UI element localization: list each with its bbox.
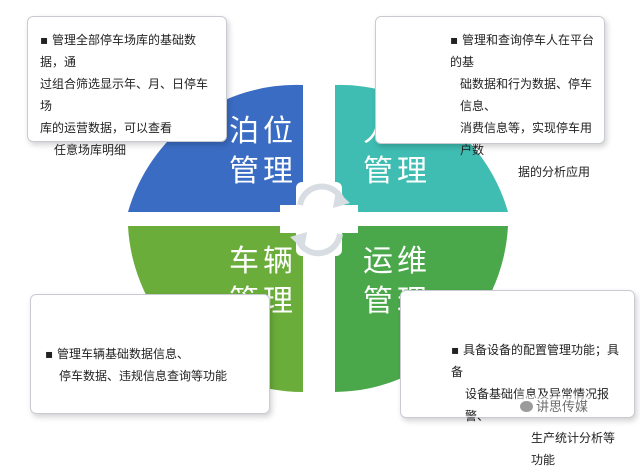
watermark: 讲思传媒	[517, 396, 592, 415]
description-line: ▪ 管理和查询停车人在平台的基	[450, 33, 594, 69]
description-box-bottom-left: ▪ 管理车辆基础数据信息、 停车数据、违规信息查询等功能	[30, 294, 270, 414]
description-line: ▪ 管理全部停车场库的基础数据，通	[40, 33, 196, 69]
wechat-icon	[520, 401, 533, 412]
quadrant-top-left-line1: 泊位	[229, 114, 297, 149]
quadrant-bottom-left-line1: 车辆	[229, 244, 297, 279]
description-line: 础数据和行为数据、停车信息、	[460, 77, 593, 113]
quadrant-top-left-shape	[128, 84, 303, 212]
quadrant-top-right-line2: 管理	[363, 154, 431, 189]
description-line: ▪ 具备设备的配置管理功能；具备	[451, 343, 619, 379]
quadrant-top-left-line2: 管理	[229, 154, 297, 189]
quadrant-bottom-right-line1: 运维	[363, 244, 431, 279]
quadrant-top-left-label: 泊位 管理	[218, 112, 308, 192]
description-box-top-right: ▪ 管理和查询停车人在平台的基 础数据和行为数据、停车信息、 消费信息等，实现停…	[375, 16, 605, 179]
center-gap-horizontal	[280, 205, 358, 233]
description-line: 生产统计分析等功能	[531, 431, 616, 467]
cycle-arrow-bottom-icon	[290, 232, 343, 257]
cycle-arrow-top-icon	[297, 183, 350, 208]
description-line: 过组合筛选显示年、月、日停车场	[40, 77, 209, 113]
description-line: 停车数据、违规信息查询等功能	[59, 369, 228, 383]
description-line: 消费信息等，实现停车用户数	[460, 121, 593, 157]
watermark-text: 讲思传媒	[536, 400, 589, 415]
description-line: 库的运营数据，可以查看	[40, 121, 173, 135]
description-box-top-left: ▪ 管理全部停车场库的基础数据，通 过组合筛选显示年、月、日停车场 库的运营数据…	[27, 16, 227, 157]
description-line: 据的分析应用	[518, 165, 591, 179]
description-line: ▪ 管理车辆基础数据信息、	[45, 347, 189, 361]
description-line: 任意场库明细	[54, 143, 127, 157]
